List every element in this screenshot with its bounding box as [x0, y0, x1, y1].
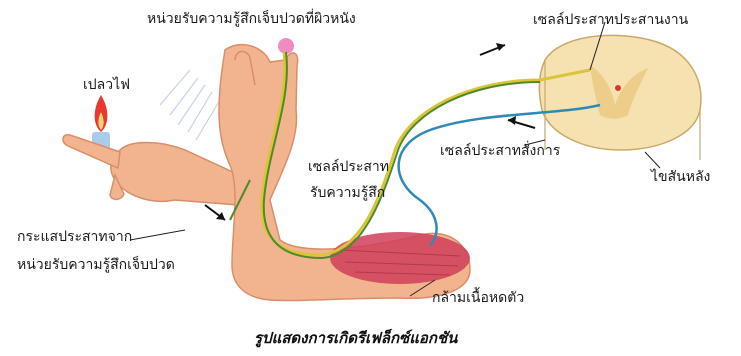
motor-neuron-label: เซลล์ประสาทสั่งการ: [440, 144, 560, 158]
candle-flame-icon: [92, 95, 110, 150]
sensory-neuron-label-2: รับความรู้สึก: [310, 186, 385, 200]
motion-lines: [160, 70, 220, 140]
impulse-arrow-arm: [205, 205, 225, 220]
impulse-arrow-out: [508, 116, 535, 128]
impulse-arrow-in: [480, 43, 505, 55]
impulse-label-2: หน่วยรับความรู้สึกเจ็บปวด: [17, 258, 175, 272]
spinal-cord-label: ไขสันหลัง: [651, 170, 710, 184]
impulse-label-1: กระแสประสาทจาก: [17, 230, 132, 244]
interneuron-label: เซลล์ประสาทประสานงาน: [533, 13, 688, 27]
spinal-cord: [539, 35, 701, 160]
pain-receptor-spot: [278, 38, 294, 54]
muscle-label: กล้ามเนื้อหดตัว: [432, 291, 524, 305]
flame-label: เปลวไฟ: [83, 78, 130, 92]
sensory-neuron-label-1: เซลล์ประสาท: [308, 160, 389, 174]
figure-caption: รูปแสดงการเกิดรีเฟล็กซ์แอกชัน: [254, 326, 457, 350]
pain-receptor-label: หน่วยรับความรู้สึกเจ็บปวดที่ผิวหนัง: [147, 12, 356, 26]
